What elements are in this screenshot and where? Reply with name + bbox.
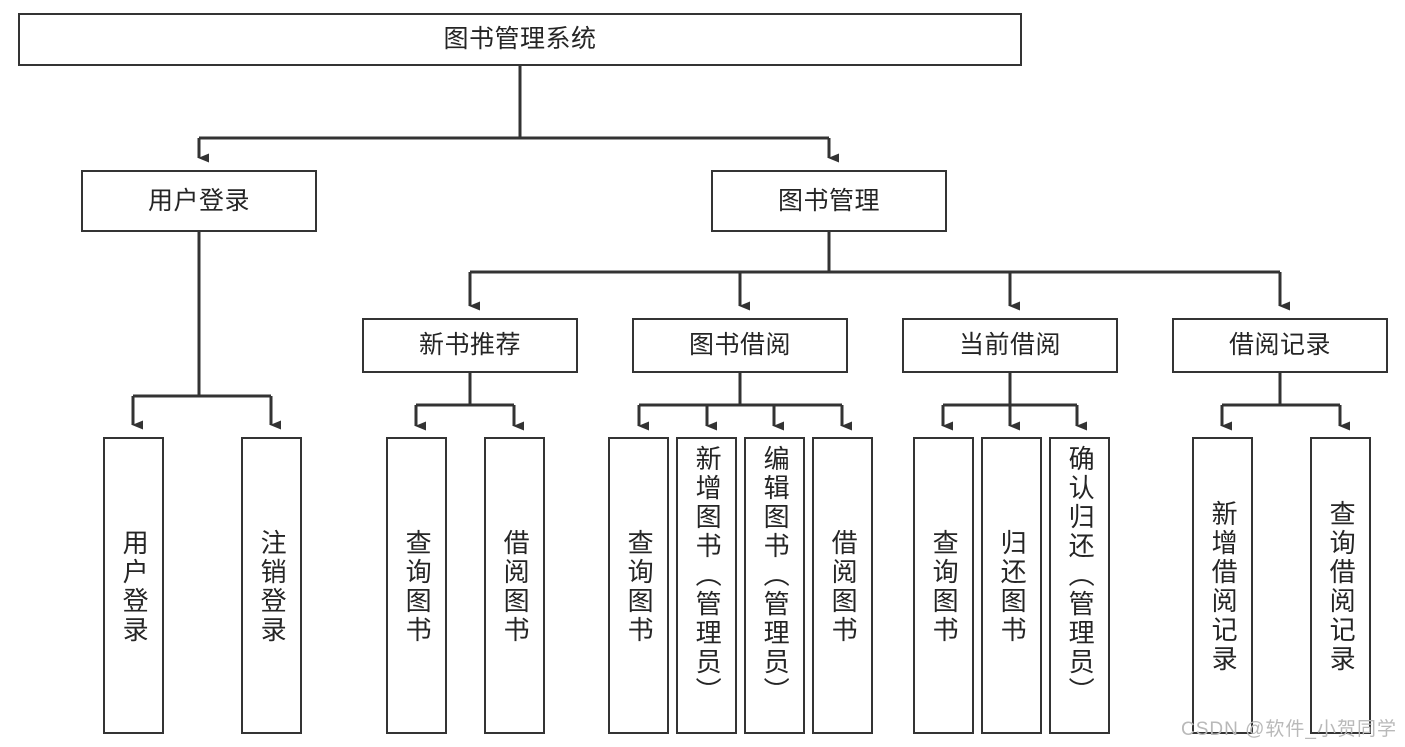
node-label: 借阅图书 (828, 528, 859, 645)
node-label: 归还图书 (997, 528, 1028, 645)
leaf-new-book-query[interactable]: 查询图书 (386, 437, 447, 734)
leaf-user-login-signin[interactable]: 用户登录 (103, 437, 164, 734)
node-new-book-recommend[interactable]: 新书推荐 (362, 318, 578, 373)
node-book-management[interactable]: 图书管理 (711, 170, 947, 232)
node-book-borrow[interactable]: 图书借阅 (632, 318, 848, 373)
node-label: 查询图书 (929, 528, 960, 645)
node-label: 用户登录 (147, 186, 250, 215)
node-borrow-record[interactable]: 借阅记录 (1172, 318, 1388, 373)
leaf-borrow-record-query[interactable]: 查询借阅记录 (1310, 437, 1371, 734)
node-user-login[interactable]: 用户登录 (81, 170, 317, 232)
node-label: 借阅图书 (500, 528, 531, 645)
node-label: 查询图书 (402, 528, 433, 645)
leaf-current-borrow-confirm-return[interactable]: 确认归还（管理员） (1049, 437, 1110, 734)
node-label: 新增借阅记录 (1208, 499, 1239, 674)
node-label: 确认归还（管理员） (1065, 445, 1096, 706)
node-label: 图书管理 (777, 186, 880, 215)
node-root-book-management-system[interactable]: 图书管理系统 (18, 13, 1022, 66)
leaf-borrow-record-add[interactable]: 新增借阅记录 (1192, 437, 1253, 734)
node-label: 新增图书（管理员） (692, 445, 723, 706)
leaf-current-borrow-query[interactable]: 查询图书 (913, 437, 974, 734)
node-label: 注销登录 (257, 528, 288, 645)
node-label: 查询借阅记录 (1326, 499, 1357, 674)
node-label: 查询图书 (624, 528, 655, 645)
leaf-book-borrow-borrow[interactable]: 借阅图书 (812, 437, 873, 734)
node-label: 用户登录 (119, 528, 150, 645)
leaf-user-login-signout[interactable]: 注销登录 (241, 437, 302, 734)
leaf-book-borrow-edit[interactable]: 编辑图书（管理员） (744, 437, 805, 734)
node-label: 图书管理系统 (443, 25, 597, 54)
node-label: 图书借阅 (688, 331, 791, 360)
node-label: 当前借阅 (958, 331, 1061, 360)
node-label: 借阅记录 (1228, 331, 1331, 360)
node-label: 新书推荐 (418, 331, 521, 360)
leaf-current-borrow-return[interactable]: 归还图书 (981, 437, 1042, 734)
leaf-new-book-borrow[interactable]: 借阅图书 (484, 437, 545, 734)
leaf-book-borrow-add[interactable]: 新增图书（管理员） (676, 437, 737, 734)
node-label: 编辑图书（管理员） (760, 445, 791, 706)
leaf-book-borrow-query[interactable]: 查询图书 (608, 437, 669, 734)
node-current-borrow[interactable]: 当前借阅 (902, 318, 1118, 373)
